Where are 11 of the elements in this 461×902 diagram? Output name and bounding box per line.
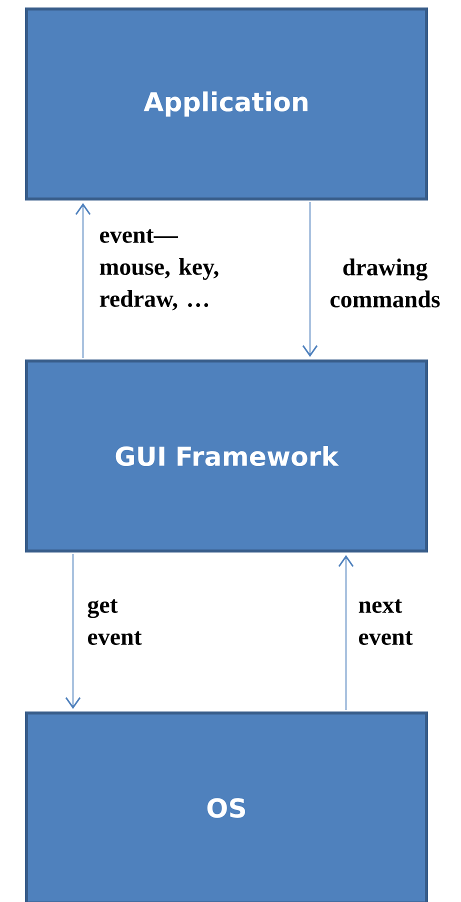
- arrow: [302, 202, 318, 357]
- edge-label: event— mouse, key, redraw, …: [100, 229, 218, 310]
- arrow: [75, 203, 91, 358]
- edge-label: next event: [358, 599, 413, 645]
- process-box: Application: [25, 8, 428, 200]
- edge-label: get event: [88, 599, 142, 645]
- process-box: OS: [25, 712, 428, 902]
- process-box: GUI Framework: [25, 360, 428, 552]
- arrow: [65, 554, 81, 709]
- edge-label: drawing commands: [330, 258, 440, 308]
- arrow: [338, 555, 354, 710]
